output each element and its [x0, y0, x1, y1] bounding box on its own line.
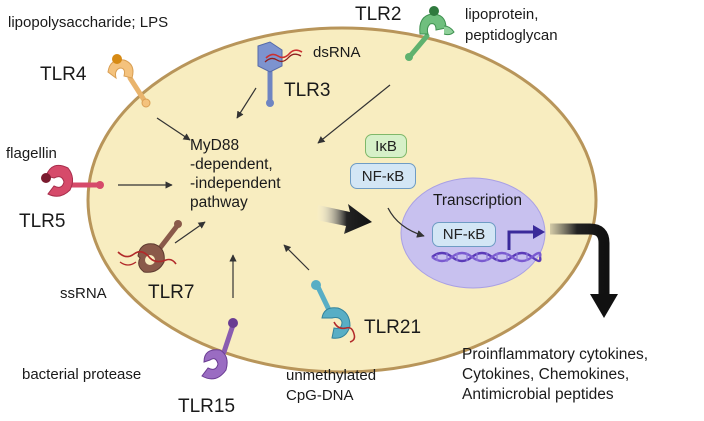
- tlr21-ligand-line2: CpG-DNA: [286, 387, 354, 404]
- pathway-line4: pathway: [190, 194, 248, 211]
- tlr5-ligand-label: flagellin: [6, 145, 57, 162]
- nucleus-nfkb-box: NF-κB: [432, 222, 496, 247]
- tlr2-ligand-line1: lipoprotein,: [465, 6, 539, 23]
- tlr2-ligand-line2: peptidoglycan: [465, 27, 558, 44]
- pathway-line1: MyD88: [190, 137, 240, 154]
- ikb-box: IκB: [365, 134, 407, 158]
- tlr4-ligand-label: lipopolysaccharide; LPS: [8, 14, 169, 31]
- pathway-line2: -dependent,: [190, 156, 273, 173]
- tlr2-receptor-icon: [405, 6, 455, 61]
- tlr21-ligand-line1: unmethylated: [286, 367, 377, 384]
- tlr3-label: TLR3: [284, 80, 331, 101]
- arrow-tlr21: [283, 244, 310, 271]
- tlr21-label: TLR21: [364, 317, 422, 338]
- output-arrow: [550, 223, 610, 296]
- tlr7-ligand-label: ssRNA: [60, 285, 107, 302]
- tlr7-receptor-icon: [117, 220, 182, 273]
- fat-arrow: [316, 204, 372, 234]
- tlr5-receptor-icon: [41, 164, 104, 197]
- transcription-arrowhead: [533, 225, 545, 239]
- arrow-tlr7: [174, 221, 206, 244]
- transcription-label: Transcription: [433, 192, 523, 209]
- tlr15-receptor-icon: [201, 318, 238, 380]
- output-line3: Antimicrobial peptides: [462, 386, 614, 403]
- tlr4-receptor-icon: [107, 54, 151, 108]
- tlr15-ligand-label: bacterial protease: [22, 366, 142, 383]
- tlr4-label: TLR4: [40, 64, 87, 85]
- output-arrowhead: [590, 294, 618, 318]
- pathway-line3: -independent: [190, 175, 281, 192]
- tlr3-receptor-icon: [257, 41, 303, 107]
- tlr2-label: TLR2: [355, 4, 402, 25]
- arrow-tlr3: [236, 87, 257, 119]
- arrow-tlr4: [156, 117, 191, 141]
- transcription-start-arrow: [507, 230, 536, 250]
- arrow-tlr2: [317, 84, 391, 144]
- output-line2: Cytokines, Chemokines,: [462, 366, 630, 383]
- tlr15-label: TLR15: [178, 396, 236, 417]
- dna-helix: [431, 251, 542, 263]
- tlr21-receptor-icon: [311, 280, 356, 343]
- tlr5-label: TLR5: [19, 211, 66, 232]
- tlr7-label: TLR7: [148, 282, 195, 303]
- tlr3-ligand-label: dsRNA: [313, 44, 361, 61]
- output-line1: Proinflammatory cytokines,: [462, 346, 649, 363]
- nfkb-box: NF-κB: [350, 163, 416, 189]
- translocation-arrow: [387, 207, 425, 238]
